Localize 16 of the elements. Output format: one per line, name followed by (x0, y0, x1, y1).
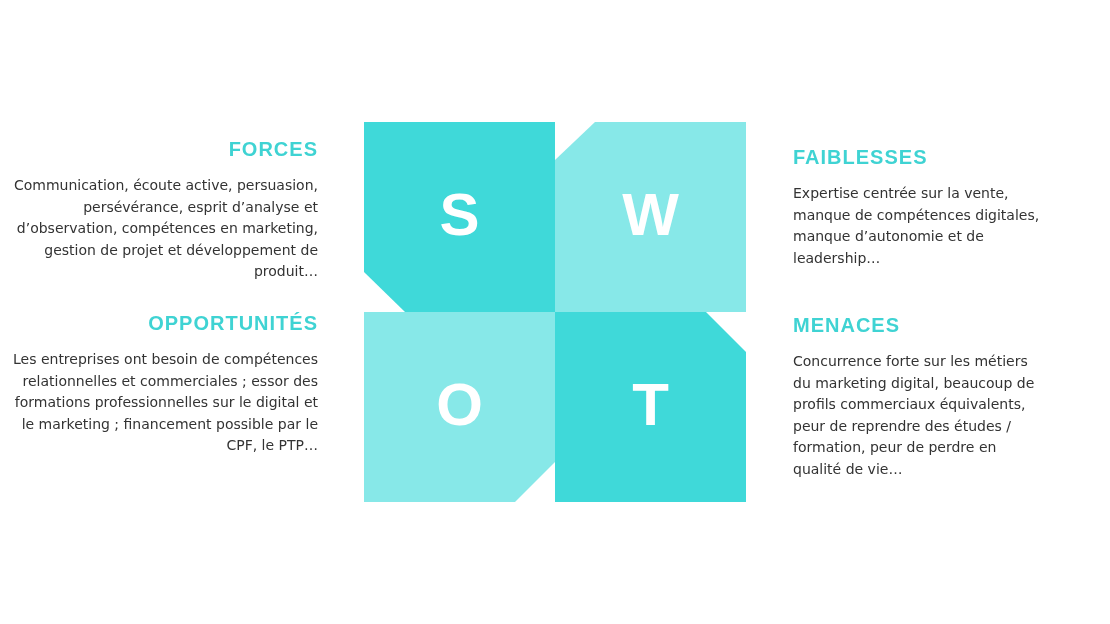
section-heading: OPPORTUNITÉS (148, 312, 318, 335)
quadrant-shape (364, 312, 555, 502)
quadrant-shape (555, 312, 746, 502)
description-text: Concurrence forte sur les métiers du marketing digital, beaucoup de profils commerciaux équivalents, peur de reprendre des études / formation, peur de perdre en qualité de vie… (793, 352, 1036, 479)
quadrant-letter: O (435, 370, 484, 440)
quadrant-letter: W (621, 180, 680, 250)
description-text: Les entreprises ont besoin de compétences relationnelles et commerciales ; essor des formations professionnelles sur le digital et le marketing ; financement possible par le CPF, le PTP… (12, 350, 318, 455)
description-text: Communication, écoute active, persuasion, persévérance, esprit d’analyse et d’observation, compétences en marketing, gestion de projet et développement de produit… (12, 176, 318, 281)
quadrant-letter: T (631, 370, 670, 440)
quadrant-letter: S (438, 180, 481, 250)
section-heading: FORCES (228, 138, 318, 161)
quadrant-shape (555, 122, 746, 312)
description-text: Expertise centrée sur la vente, manque de compétences digitales, manque d’autonomie et de leadership… (793, 184, 1041, 268)
section-heading: FAIBLESSES (793, 146, 928, 169)
quadrant-shape (364, 122, 555, 312)
section-heading: MENACES (793, 314, 900, 337)
